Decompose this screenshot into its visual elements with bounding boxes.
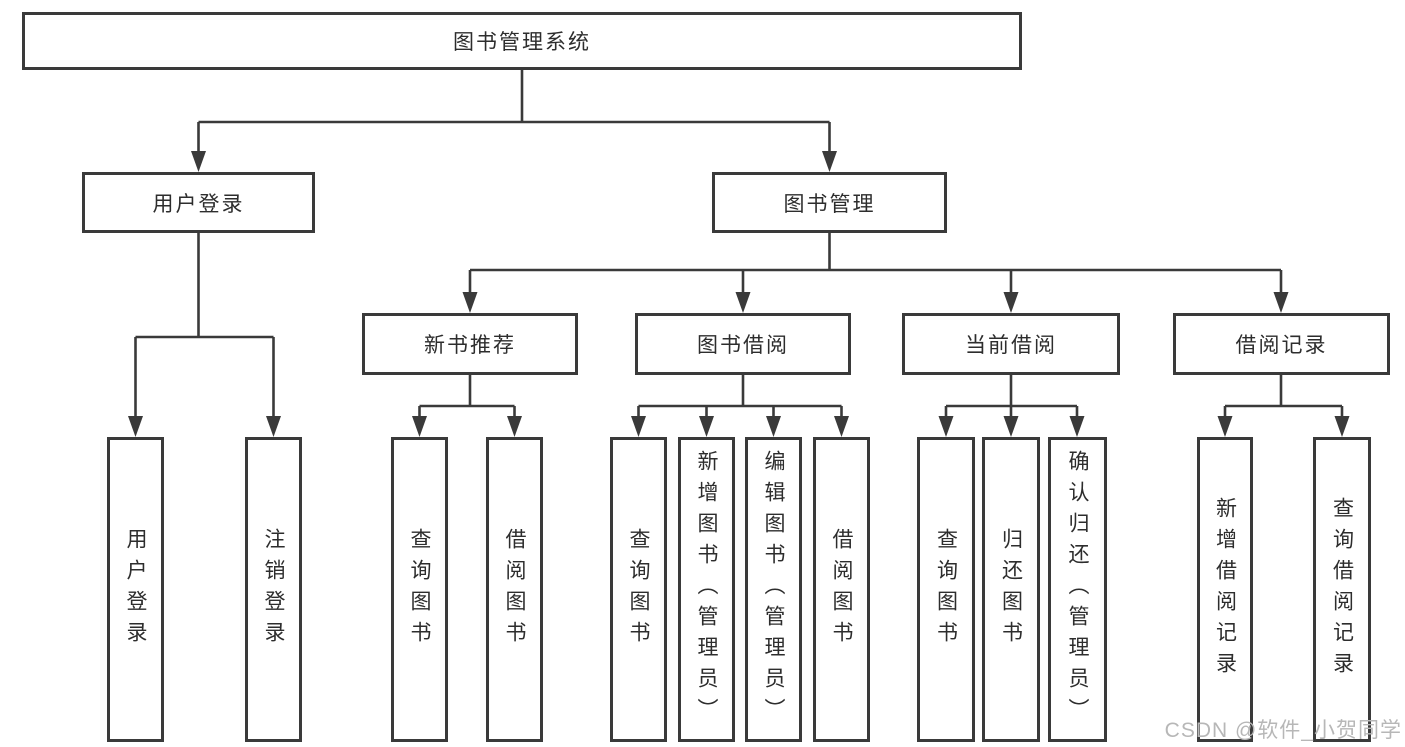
leaf-label: 借阅图书 [503,527,526,652]
leaf-newbooks-query-books: 查询图书 [391,437,448,742]
leaf-label: 查询借阅记录 [1330,496,1354,683]
leaf-current-confirm-return-admin: 确认归还（管理员） [1048,437,1107,742]
leaf-current-return-books: 归还图书 [982,437,1040,742]
node-new-book-recommend: 新书推荐 [362,313,578,375]
leaf-label: 编辑图书（管理员） [762,450,785,729]
leaf-current-query-books: 查询图书 [917,437,975,742]
leaf-logout-login: 注销登录 [245,437,302,742]
leaf-borrow-borrow-books: 借阅图书 [813,437,870,742]
leaf-label: 查询图书 [408,527,431,652]
leaf-user-login: 用户登录 [107,437,164,742]
leaf-label: 归还图书 [999,527,1023,652]
leaf-borrow-add-book-admin: 新增图书（管理员） [678,437,735,742]
leaf-borrow-edit-book-admin: 编辑图书（管理员） [745,437,802,742]
leaf-label: 新增借阅记录 [1213,496,1237,683]
leaf-label: 确认归还（管理员） [1066,450,1089,729]
node-user-login: 用户登录 [82,172,315,233]
node-library-system: 图书管理系统 [22,12,1022,70]
leaf-label: 查询图书 [627,527,650,652]
leaf-records-add-record: 新增借阅记录 [1197,437,1253,742]
leaf-label: 查询图书 [934,527,958,652]
leaf-label: 用户登录 [124,527,147,652]
node-current-borrow: 当前借阅 [902,313,1120,375]
leaf-label: 借阅图书 [830,527,853,652]
node-borrow-records: 借阅记录 [1173,313,1390,375]
leaf-records-query-record: 查询借阅记录 [1313,437,1371,742]
leaf-newbooks-borrow-books: 借阅图书 [486,437,543,742]
node-book-borrow: 图书借阅 [635,313,851,375]
leaf-borrow-query-books: 查询图书 [610,437,667,742]
leaf-label: 注销登录 [262,527,285,652]
leaf-label: 新增图书（管理员） [695,450,718,729]
node-book-management: 图书管理 [712,172,947,233]
